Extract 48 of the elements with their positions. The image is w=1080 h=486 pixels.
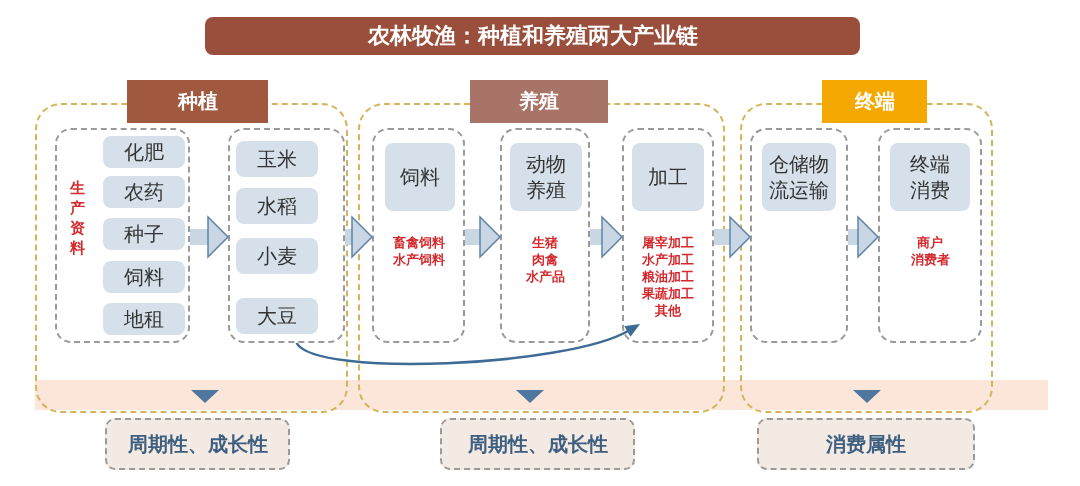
item-box: 饲料 [385,143,455,211]
item-box: 玉米 [236,141,318,177]
group-frame [372,128,465,343]
item-box: 终端消费 [890,143,970,211]
item-box: 饲料 [103,261,185,293]
section-tab: 终端 [822,80,927,123]
item-text: 生产资料 [69,178,85,258]
item-box: 大豆 [236,298,318,334]
item-text: 粮油加工 [641,268,695,285]
trait-box: 周期性、成长性 [105,418,290,470]
title-banner: 农林牧渔：种植和养殖两大产业链 [205,17,860,55]
item-text: 其他 [654,302,682,319]
item-text: 消费者 [909,251,951,268]
group-frame [55,128,190,343]
block-arrow [465,216,501,258]
group-frame [750,128,848,343]
block-arrow [848,216,879,258]
item-text: 屠宰加工 [641,234,695,251]
trait-box: 消费属性 [757,418,975,470]
item-box: 小麦 [236,238,318,274]
group-frame [622,128,714,343]
item-text: 商户 [916,234,944,251]
item-text: 肉禽 [531,251,559,268]
item-text: 水产加工 [641,251,695,268]
trait-box: 周期性、成长性 [440,418,635,470]
item-box: 种子 [103,218,185,250]
item-text: 畜禽饲料 [391,234,446,251]
item-box: 化肥 [103,136,185,168]
item-box: 农药 [103,176,185,208]
item-box: 水稻 [236,188,318,224]
block-arrow [345,216,373,258]
item-text: 果蔬加工 [641,285,695,302]
block-arrow [590,216,623,258]
item-box: 动物养殖 [510,143,582,211]
section-tab: 养殖 [470,80,608,123]
item-text: 生猪 [531,234,559,251]
group-frame [878,128,982,343]
item-text: 水产饲料 [391,251,446,268]
curved-arrow [295,325,640,366]
item-text: 水产品 [524,268,566,285]
section-tab: 种植 [127,80,268,123]
item-box: 仓储物流运输 [762,143,836,211]
item-box: 地租 [103,303,185,335]
item-box: 加工 [632,143,704,211]
block-arrow [714,216,751,258]
group-frame [500,128,590,343]
block-arrow [190,216,229,258]
group-frame [228,128,345,343]
